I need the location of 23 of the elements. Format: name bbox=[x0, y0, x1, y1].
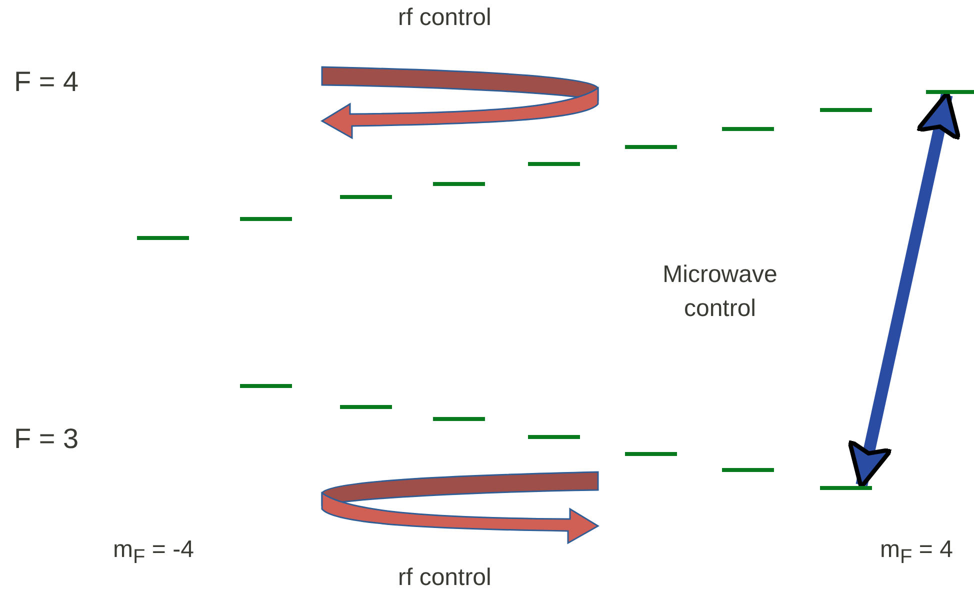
text-label: rf control bbox=[398, 566, 492, 590]
energy-level-bar bbox=[528, 435, 580, 439]
energy-level-bar bbox=[528, 162, 580, 166]
edge-label: Microwave control bbox=[662, 260, 778, 324]
energy-level-bar bbox=[137, 236, 189, 240]
level-label: F = 4 bbox=[14, 68, 79, 96]
energy-level-bar bbox=[240, 384, 292, 388]
quantum-number-label: m$_{F}$ = 4 bbox=[880, 538, 953, 567]
energy-level-bar bbox=[340, 195, 392, 199]
energy-level-bar bbox=[433, 417, 485, 421]
energy-level-bar bbox=[722, 468, 774, 472]
energy-level-bar bbox=[625, 145, 677, 149]
level-label: F = 3 bbox=[14, 425, 79, 453]
quantum-number-label: m$_{F}$ = -4 bbox=[113, 538, 194, 567]
energy-level-bar bbox=[240, 217, 292, 221]
energy-level-bar bbox=[625, 452, 677, 456]
energy-level-bar bbox=[340, 405, 392, 409]
energy-level-bar bbox=[433, 182, 485, 186]
energy-level-bar bbox=[820, 486, 872, 490]
energy-level-bar bbox=[722, 127, 774, 131]
text-label: rf control bbox=[398, 6, 492, 30]
energy-level-bar bbox=[820, 108, 872, 112]
energy-level-bar bbox=[926, 90, 974, 94]
